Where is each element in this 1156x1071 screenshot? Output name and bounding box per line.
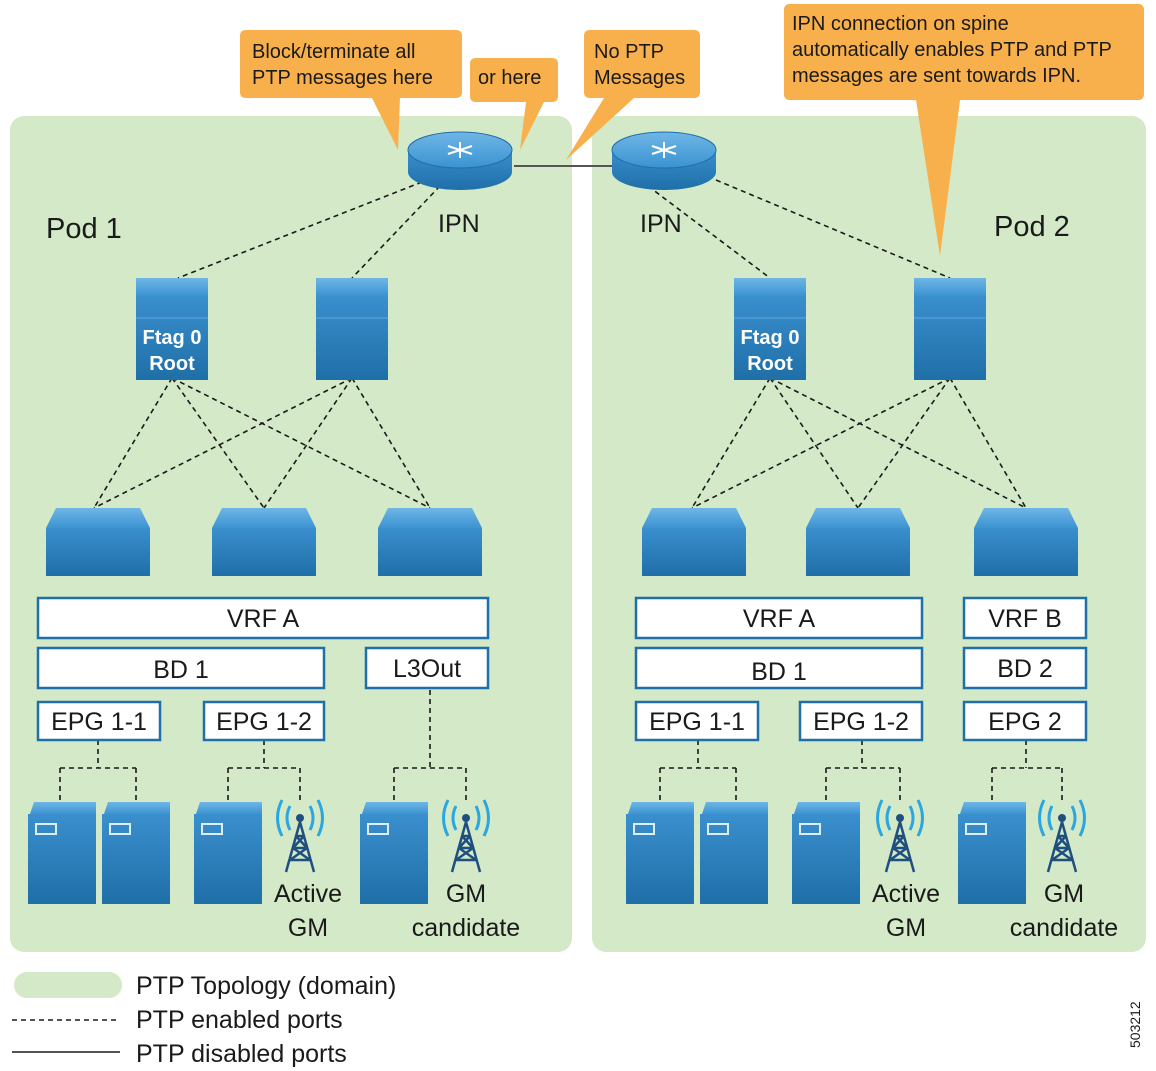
antenna-icon	[442, 799, 490, 873]
pod-1-spine-root-line-2: Root	[149, 353, 195, 375]
pod-1-spine-root-line-1: Ftag 0	[143, 327, 202, 349]
callout-ipn-line-3: messages are sent towards IPN.	[792, 65, 1081, 87]
leaf-switch-icon	[806, 508, 910, 576]
pod-2-vrf-a-label: VRF A	[743, 605, 816, 633]
spine-switch-pod-2-icon	[914, 278, 986, 380]
pod-2-epg-1-1-label: EPG 1-1	[649, 708, 745, 736]
pod-1-epg-1-1-box	[36, 700, 162, 742]
callout-block-line-2: PTP messages here	[252, 67, 433, 89]
antenna-icon	[876, 799, 924, 873]
pod-1-vrf-a-label: VRF A	[227, 605, 300, 633]
server-icon	[102, 802, 170, 904]
callout-block	[240, 30, 462, 150]
callout-no-ptp	[566, 30, 700, 160]
pod-1-active-gm-line-2: GM	[288, 914, 328, 942]
pod-1-bd-1-label: BD 1	[153, 656, 209, 684]
servers	[28, 802, 1026, 904]
legend: PTP Topology (domain) PTP enabled ports …	[12, 972, 396, 1068]
pod-1-title: Pod 1	[46, 213, 122, 245]
legend-enabled-label: PTP enabled ports	[136, 1006, 343, 1034]
leaf-switch-icon	[46, 508, 150, 576]
server-icon	[792, 802, 860, 904]
antenna-icon	[1038, 799, 1086, 873]
spine-switch-pod-1-root-icon	[136, 278, 208, 380]
callout-ipn-connection	[784, 4, 1144, 256]
callout-no-ptp-line-2: Messages	[594, 67, 685, 89]
pod-2-epg-1-2-label: EPG 1-2	[813, 708, 909, 736]
pod-1-bd-1-box	[36, 646, 326, 690]
server-icon	[360, 802, 428, 904]
pod-2-gm-candidate-line-1: GM	[1044, 880, 1084, 908]
pod-2-active-gm-line-1: Active	[872, 880, 940, 908]
leaf-switch-icon	[642, 508, 746, 576]
callout-ipn-line-2: automatically enables PTP and PTP	[792, 39, 1112, 61]
pod-2-epg-1-1-box	[634, 700, 760, 742]
pod-2-spine-root-line-2: Root	[747, 353, 793, 375]
callout-ipn-line-1: IPN connection on spine	[792, 13, 1009, 35]
callout-or-here-text: or here	[478, 67, 541, 89]
callout-or-here	[470, 58, 558, 150]
callout-block-line-1: Block/terminate all	[252, 41, 415, 63]
pod-2-epg-1-2-box	[798, 700, 924, 742]
pod-2-bd-2-label: BD 2	[997, 655, 1053, 683]
pod-1-epg-1-2-label: EPG 1-2	[216, 708, 312, 736]
epg-host-links	[59, 690, 1063, 800]
legend-domain-swatch	[14, 972, 122, 998]
pod-1-ipn-label: IPN	[438, 210, 480, 238]
leaf-switch-icon	[974, 508, 1078, 576]
spine-switch-pod-2-root-icon	[734, 278, 806, 380]
pod-2-gm-candidate-line-2: candidate	[1010, 914, 1118, 942]
pod-1-active-gm-line-1: Active	[274, 880, 342, 908]
server-icon	[194, 802, 262, 904]
pod-2-bd-1-label: BD 1	[751, 658, 807, 686]
server-icon	[958, 802, 1026, 904]
pod-2-bd-2-box	[962, 646, 1088, 690]
pod-1-vrf-a-box	[36, 596, 490, 640]
ipn-router-pod-1-icon	[407, 131, 513, 190]
server-icon	[626, 802, 694, 904]
spine-leaf-links	[93, 377, 1027, 509]
legend-domain-label: PTP Topology (domain)	[136, 972, 396, 1000]
server-icon	[700, 802, 768, 904]
leaf-switch-icon	[378, 508, 482, 576]
pod-2-spine-root-line-1: Ftag 0	[741, 327, 800, 349]
pod-1-l3out-box	[364, 646, 490, 690]
pod-1-epg-1-1-label: EPG 1-1	[51, 708, 147, 736]
pod-2-vrf-a-box	[634, 596, 924, 640]
callout-no-ptp-line-1: No PTP	[594, 41, 664, 63]
server-icon	[28, 802, 96, 904]
antenna-icon	[276, 799, 324, 873]
pod-2-vrf-b-box	[962, 596, 1088, 640]
spine-switch-pod-1-icon	[316, 278, 388, 380]
ipn-spine-links	[177, 179, 951, 279]
leaf-switch-icon	[212, 508, 316, 576]
pod-2-ipn-label: IPN	[640, 210, 682, 238]
pod-2-active-gm-line-2: GM	[886, 914, 926, 942]
pod-1-epg-1-2-box	[202, 700, 326, 742]
ipn-router-pod-2-icon	[611, 131, 717, 190]
figure-code: 503212	[1127, 1001, 1143, 1048]
legend-disabled-label: PTP disabled ports	[136, 1040, 347, 1068]
pod-2-epg-2-label: EPG 2	[988, 708, 1062, 736]
pod-1-gm-candidate-line-2: candidate	[412, 914, 520, 942]
pod-2-vrf-b-label: VRF B	[988, 605, 1062, 633]
pod-2-epg-2-box	[962, 700, 1088, 742]
pod-1-gm-candidate-line-1: GM	[446, 880, 486, 908]
pod-2-bd-1-box	[634, 646, 924, 690]
pod-1-l3out-label: L3Out	[393, 655, 461, 683]
pod-2-title: Pod 2	[994, 211, 1070, 243]
leaf-switches	[46, 508, 1078, 576]
antenna-icons	[276, 799, 1086, 873]
